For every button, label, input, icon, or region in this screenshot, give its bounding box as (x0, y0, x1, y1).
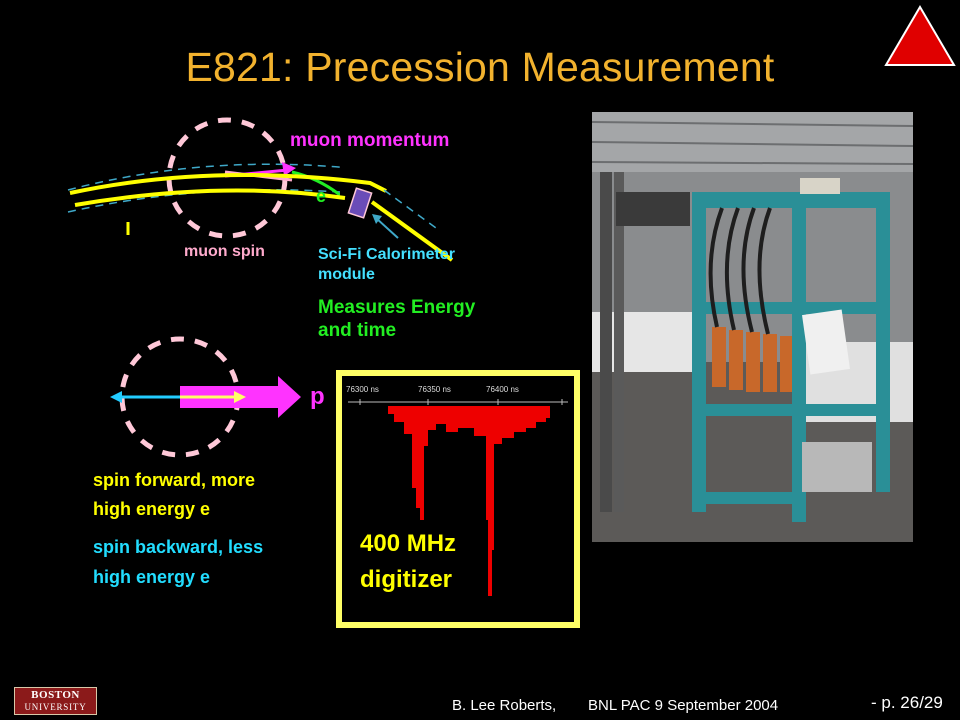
spin-backward-label-1: spin backward, less (93, 537, 264, 557)
boston-university-logo: BOSTON UNIVERSITY (14, 687, 97, 715)
digitizer-label-2: digitizer (360, 566, 453, 593)
measures-label-1: Measures Energy (318, 297, 476, 318)
calorimeter-label-1: Sci-Fi Calorimeter (318, 246, 455, 263)
spin-forward-label-2: high energy e (93, 499, 211, 519)
ring-diagram-right (69, 173, 454, 262)
muon-momentum-label: muon momentum (290, 130, 450, 151)
logo-line1: BOSTON (31, 689, 80, 701)
measures-label-2: and time (318, 320, 397, 341)
spin-forward-label-1: spin forward, more (93, 470, 256, 490)
p-label: p (310, 383, 325, 410)
footer-author: B. Lee Roberts, (452, 697, 557, 714)
calorimeter-label-2: module (318, 266, 375, 283)
footer-event: BNL PAC 9 September 2004 (588, 697, 779, 714)
calorimeter-photo (592, 112, 913, 542)
logo-line2: UNIVERSITY (24, 702, 87, 712)
spin-backward-label-2: high energy e (93, 567, 211, 587)
electron-label: e (316, 186, 327, 206)
tick-76350: 76350 ns (418, 385, 451, 394)
slide-title: E821: Precession Measurement (185, 44, 775, 90)
spin-diagram (110, 336, 301, 458)
digitizer-label-1: 400 MHz (360, 530, 457, 557)
nav-triangle-icon[interactable] (884, 5, 956, 67)
tick-76300: 76300 ns (346, 385, 379, 394)
muon-spin-label: muon spin (184, 243, 265, 260)
digitizer-trace: 76300 ns 76350 ns 76400 ns (336, 370, 580, 628)
tick-76400: 76400 ns (486, 385, 519, 394)
page-number: - p. 26/29 (871, 693, 943, 712)
